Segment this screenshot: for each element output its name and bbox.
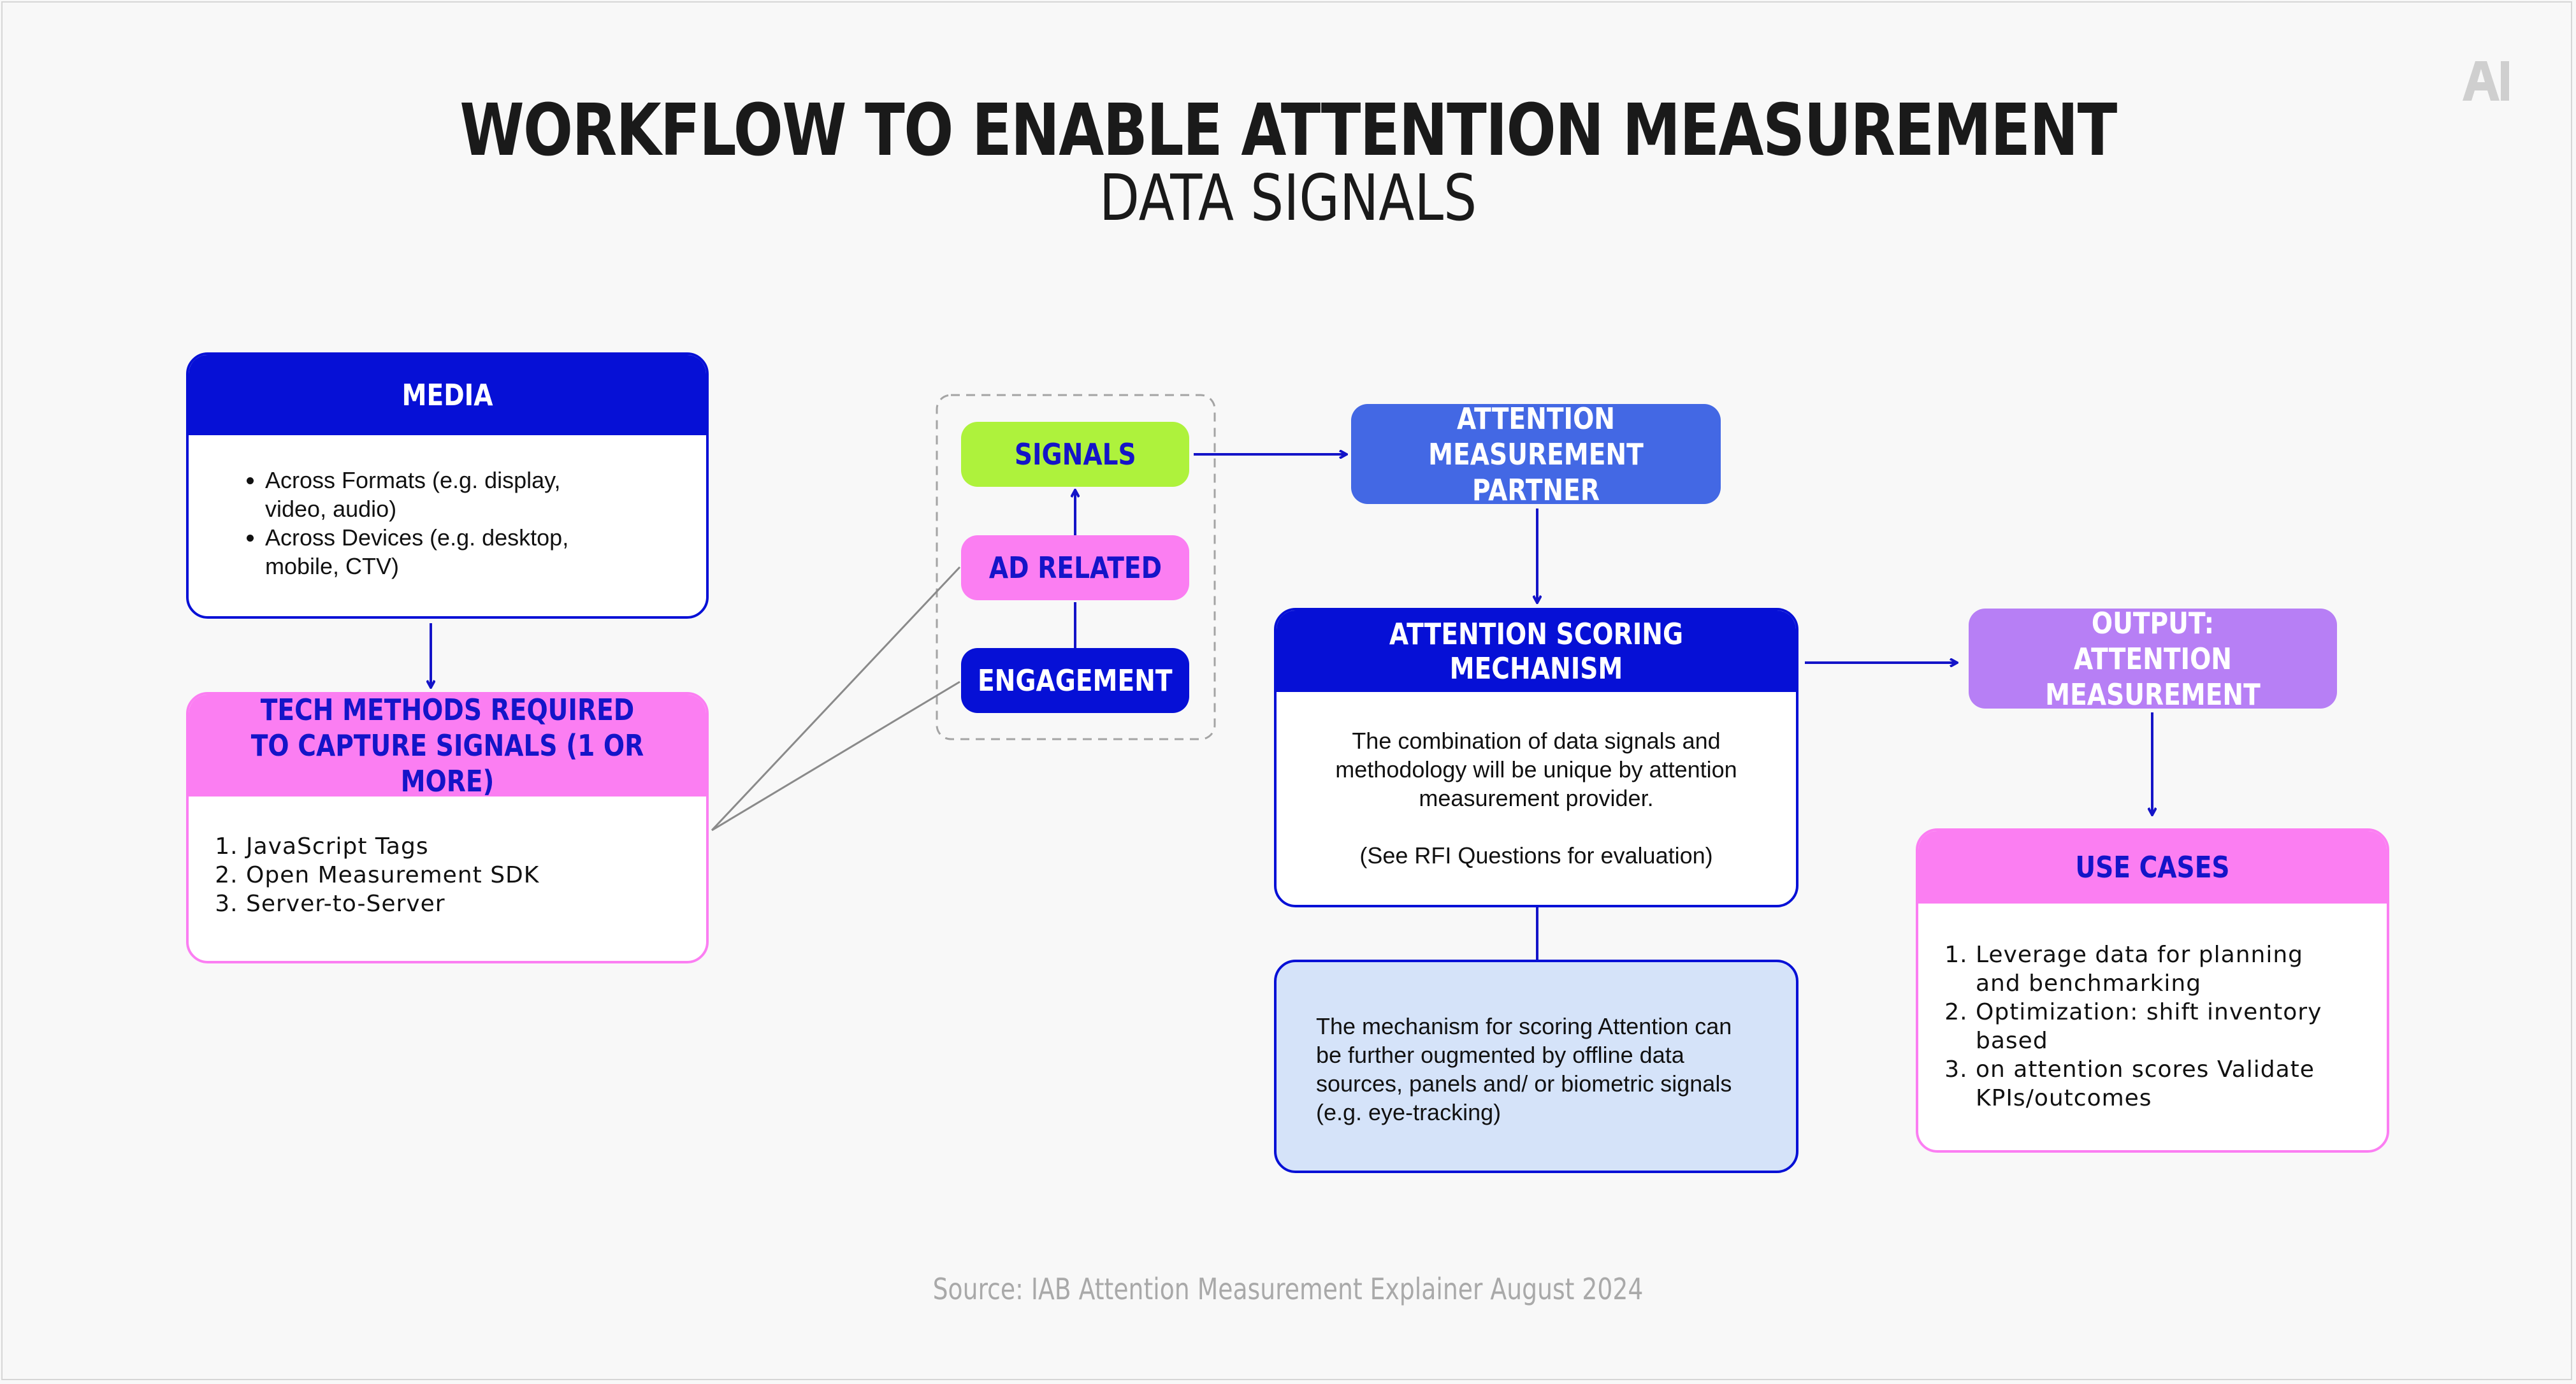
output-box: OUTPUT: ATTENTION MEASUREMENT (1969, 606, 2337, 712)
scoring-mechanism-body: The combination of data signals and meth… (1277, 692, 1796, 870)
use-case-item: on attention scores Validate KPIs/outcom… (1976, 1055, 2355, 1113)
signals-group-outline (936, 394, 1216, 740)
scoring-mechanism-heading: ATTENTION SCORING MECHANISM (1389, 617, 1684, 686)
media-body: Across Formats (e.g. display, video, aud… (189, 435, 648, 580)
source-caption: Source: IAB Attention Measurement Explai… (932, 1272, 1644, 1306)
tech-methods-heading: TECH METHODS REQUIRED TO CAPTURE SIGNALS… (250, 693, 644, 798)
tech-method-item: Open Measurement SDK (246, 861, 681, 890)
tech-methods-header: TECH METHODS REQUIRED TO CAPTURE SIGNALS… (189, 693, 706, 798)
page-subtitle: DATA SIGNALS (1099, 161, 1477, 235)
media-bullets: Across Formats (e.g. display, video, aud… (233, 466, 609, 580)
media-header: MEDIA (189, 355, 706, 435)
media-heading: MEDIA (402, 378, 493, 412)
media-bullet: Across Formats (e.g. display, video, aud… (265, 466, 609, 523)
signals-pill: SIGNALS (961, 422, 1189, 487)
use-case-item: Leverage data for planning and benchmark… (1976, 941, 2355, 998)
media-card: MEDIA Across Formats (e.g. display, vide… (186, 352, 709, 619)
page-title: WORKFLOW TO ENABLE ATTENTION MEASUREMENT (459, 89, 2117, 172)
augmentation-note-box: The mechanism for scoring Attention can … (1274, 960, 1798, 1173)
augmentation-note-text: The mechanism for scoring Attention can … (1316, 1013, 1732, 1125)
use-cases-body: Leverage data for planning and benchmark… (1918, 904, 2387, 1113)
tech-methods-body: JavaScript Tags Open Measurement SDK Ser… (189, 797, 706, 918)
ad-related-pill: AD RELATED (961, 535, 1189, 600)
tech-methods-card: TECH METHODS REQUIRED TO CAPTURE SIGNALS… (186, 692, 709, 963)
ai-logo (2463, 61, 2509, 101)
tech-to-adrelated-line (711, 566, 961, 832)
measurement-partner-box: ATTENTION MEASUREMENT PARTNER (1351, 401, 1721, 507)
use-cases-list: Leverage data for planning and benchmark… (1918, 941, 2355, 1113)
scoring-note: (See RFI Questions for evaluation) (1359, 842, 1713, 869)
tech-method-item: JavaScript Tags (246, 832, 681, 861)
use-cases-heading: USE CASES (2075, 850, 2230, 884)
scoring-mechanism-card: ATTENTION SCORING MECHANISM The combinat… (1274, 608, 1798, 907)
scoring-mechanism-header: ATTENTION SCORING MECHANISM (1277, 610, 1796, 692)
engagement-pill: ENGAGEMENT (961, 648, 1189, 713)
use-cases-card: USE CASES Leverage data for planning and… (1916, 828, 2389, 1153)
scoring-description: The combination of data signals and meth… (1335, 728, 1737, 811)
tech-methods-list: JavaScript Tags Open Measurement SDK Ser… (189, 832, 681, 918)
tech-to-engagement-line (711, 681, 960, 832)
use-cases-header: USE CASES (1918, 831, 2387, 904)
use-case-item: Optimization: shift inventory based (1976, 998, 2355, 1055)
media-bullet: Across Devices (e.g. desktop, mobile, CT… (265, 523, 609, 580)
tech-method-item: Server-to-Server (246, 890, 681, 918)
